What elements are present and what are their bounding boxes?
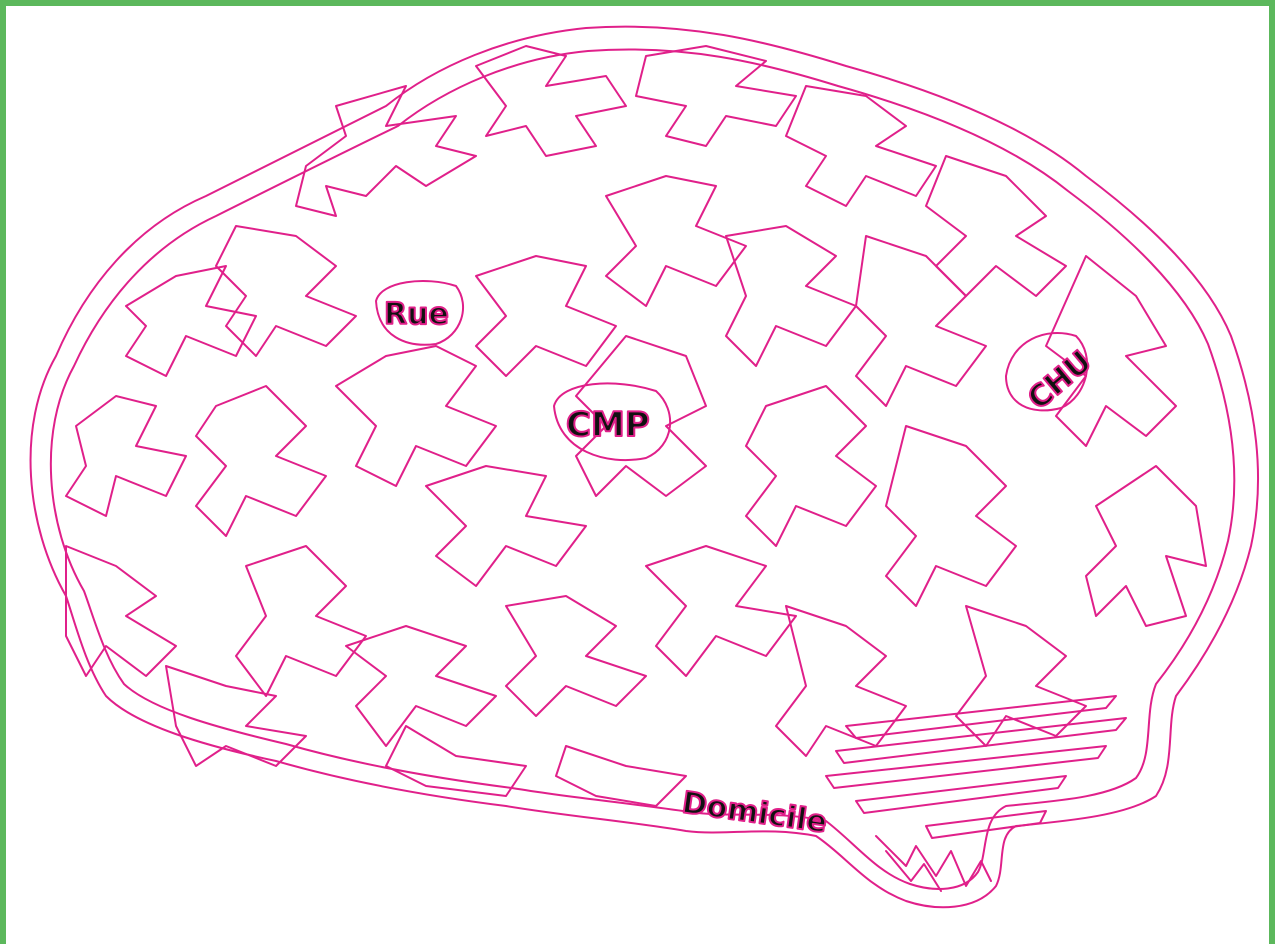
maze-wall	[236, 546, 366, 696]
maze-wall	[886, 426, 1016, 606]
maze-wall	[346, 626, 496, 746]
maze-wall	[636, 46, 796, 146]
maze-wall	[476, 256, 616, 376]
maze-wall	[746, 386, 876, 546]
label-rue: Rue	[384, 297, 449, 332]
label-cmp: CMP	[566, 405, 650, 445]
maze-wall	[606, 176, 746, 306]
maze-wall	[66, 396, 186, 516]
maze-wall	[336, 346, 496, 486]
maze-wall	[216, 226, 356, 356]
brain-maze: Rue CMP CHU Domicile	[6, 6, 1269, 944]
maze-wall	[926, 811, 1046, 838]
maze-wall	[386, 726, 526, 796]
maze-wall	[506, 596, 646, 716]
maze-wall	[126, 266, 256, 376]
maze-wall	[426, 466, 586, 586]
maze-wall	[476, 46, 626, 156]
brain-outline-outer	[31, 27, 1259, 908]
maze-wall	[926, 156, 1066, 296]
maze-wall	[856, 236, 986, 406]
maze-wall	[786, 86, 936, 206]
maze-wall	[196, 386, 326, 536]
maze-wall	[646, 546, 796, 676]
maze-wall	[1086, 466, 1206, 626]
maze-wall	[66, 546, 176, 676]
maze-wall	[826, 746, 1106, 788]
maze-wall	[1046, 256, 1176, 446]
